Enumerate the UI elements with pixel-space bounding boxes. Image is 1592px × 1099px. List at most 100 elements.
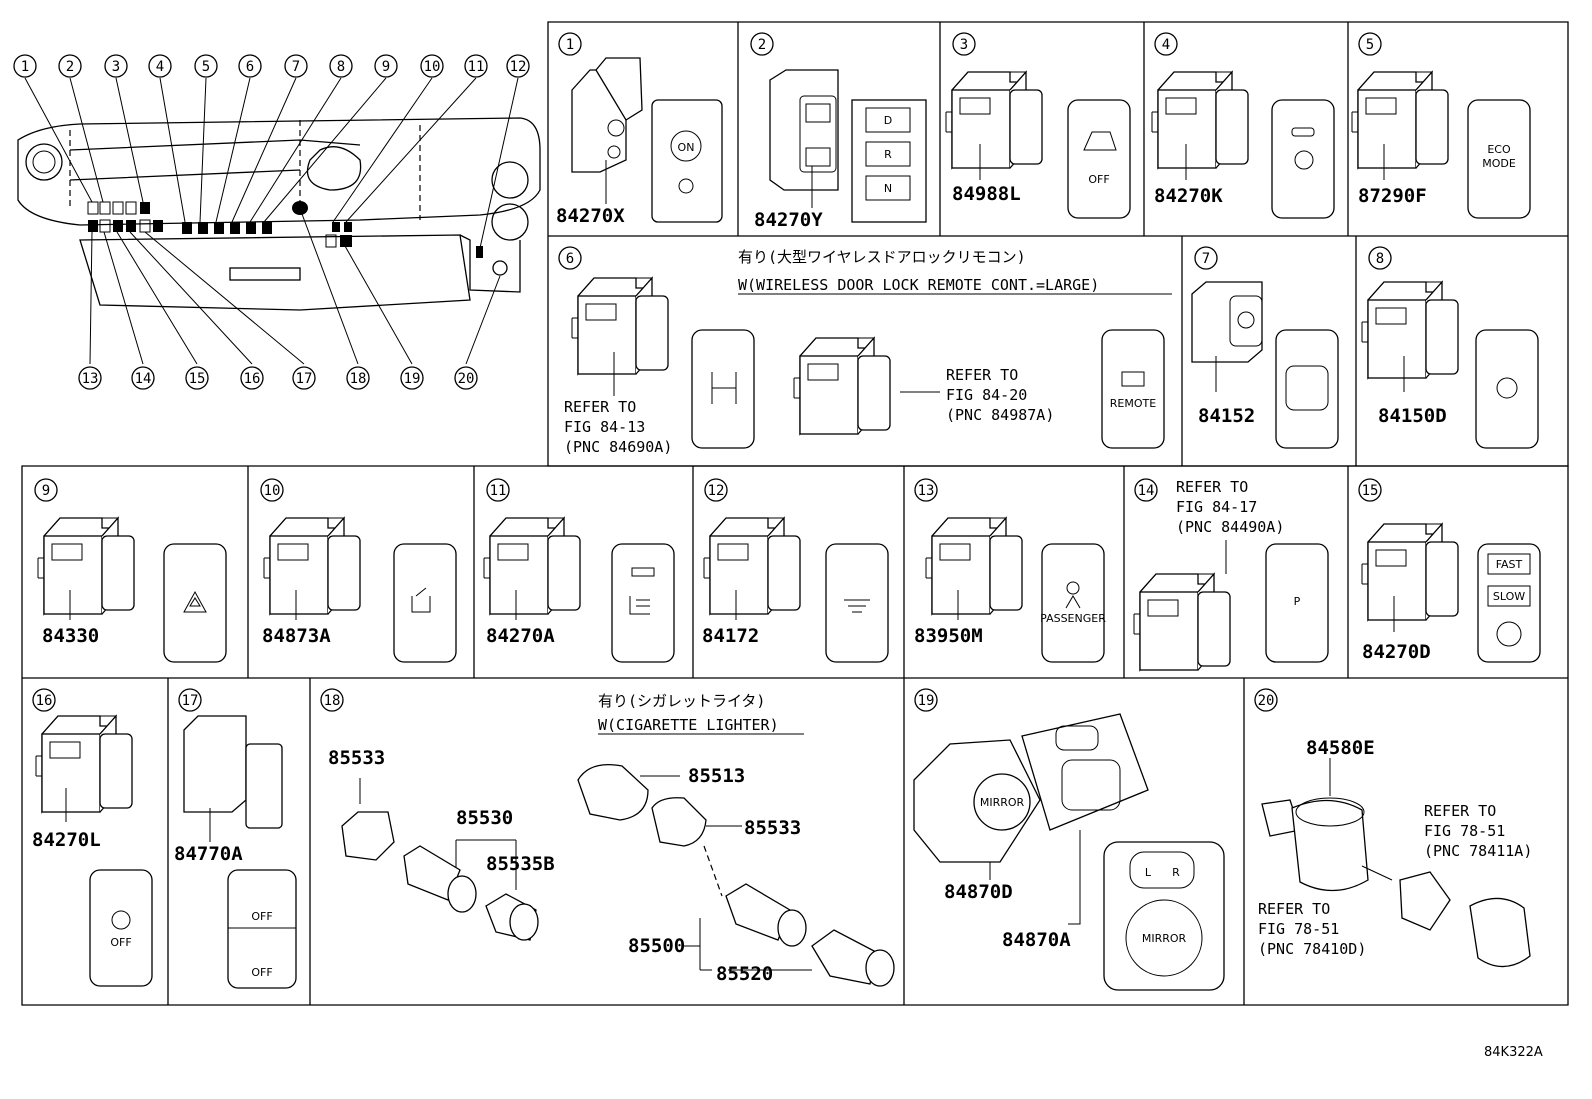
refer-84-20-line-2: FIG 84-20: [946, 386, 1027, 404]
panel-number-14-text: 14: [1138, 483, 1155, 499]
panel-number-6: 6: [558, 246, 582, 270]
panel-number-4: 4: [1154, 32, 1178, 56]
part-number-84270L: 84270L: [32, 829, 101, 851]
part-number-84770A: 84770A: [174, 843, 243, 865]
panel-2: D R N: [769, 69, 927, 223]
part-number-84988L: 84988L: [952, 183, 1021, 205]
overview-callout-9: 9: [374, 54, 398, 78]
overview-callout-18: 18: [346, 366, 370, 390]
panel-number-7: 7: [1194, 246, 1218, 270]
overview-callout-12-text: 12: [510, 59, 527, 75]
overview-callout-16-text: 16: [244, 371, 261, 387]
overview-callout-2-text: 2: [66, 59, 74, 75]
panel-number-20-text: 20: [1258, 693, 1275, 709]
refer-84-13-line-3: (PNC 84690A): [564, 438, 672, 456]
overview-callout-7-text: 7: [292, 59, 300, 75]
part-number-84270Y: 84270Y: [754, 209, 823, 231]
panel-number-2: 2: [750, 32, 774, 56]
panel-12: [703, 517, 889, 663]
part-number-87290F: 87290F: [1358, 185, 1427, 207]
panel-14: P: [1133, 540, 1329, 671]
panel-number-4-text: 4: [1162, 37, 1170, 53]
face-label-p: P: [1294, 595, 1301, 608]
panel-4: [1151, 71, 1335, 219]
face-label-on: ON: [678, 141, 695, 154]
overview-callout-19-text: 19: [404, 371, 421, 387]
note-jp: 有り(大型ワイヤレスドアロックリモコン): [738, 248, 1026, 266]
part-number-84152: 84152: [1198, 405, 1255, 427]
panel-number-1-text: 1: [566, 37, 574, 53]
overview-callout-5: 5: [194, 54, 218, 78]
part-number-85530: 85530: [456, 807, 513, 829]
part-number-85535B: 85535B: [486, 853, 555, 875]
overview-callout-7: 7: [284, 54, 308, 78]
face-label-slow: SLOW: [1493, 590, 1525, 603]
part-number-85533: 85533: [328, 747, 385, 769]
overview-callout-8: 8: [329, 54, 353, 78]
overview-callout-20-text: 20: [458, 371, 475, 387]
face-label-r: R: [884, 148, 892, 161]
face-label-remote: REMOTE: [1110, 397, 1156, 410]
panel-number-2-text: 2: [758, 37, 766, 53]
panel-number-1: 1: [558, 32, 582, 56]
panel-number-16: 16: [32, 688, 56, 712]
refer-78411a-line-3: (PNC 78411A): [1424, 842, 1532, 860]
panel-number-12: 12: [704, 478, 728, 502]
overview-callout-3: 3: [104, 54, 128, 78]
overview-callout-17-text: 17: [296, 371, 313, 387]
panel-8: [1361, 281, 1539, 449]
panel-17: OFF OFF: [183, 715, 297, 989]
part-number-84172: 84172: [702, 625, 759, 647]
overview-callout-13-text: 13: [82, 371, 99, 387]
overview-callout-4: 4: [148, 54, 172, 78]
panel-number-9-text: 9: [42, 483, 50, 499]
panel-number-3: 3: [952, 32, 976, 56]
panel-number-15: 15: [1358, 478, 1382, 502]
panel-13: PASSENGER: [925, 517, 1106, 663]
overview-callout-15: 15: [185, 366, 209, 390]
overview-callout-6-text: 6: [246, 59, 254, 75]
panel-15: FAST SLOW: [1361, 523, 1541, 663]
refer-78411a-line-2: FIG 78-51: [1424, 822, 1505, 840]
part-number-84150D: 84150D: [1378, 405, 1447, 427]
face-label-d: D: [884, 114, 892, 127]
overview-callout-12: 12: [506, 54, 530, 78]
face-label-n: N: [884, 182, 892, 195]
panel-number-12-text: 12: [708, 483, 725, 499]
overview-callout-4-text: 4: [156, 59, 164, 75]
panel-number-8: 8: [1368, 246, 1392, 270]
part-number-84870A: 84870A: [1002, 929, 1071, 951]
face-label-l: L: [1145, 866, 1152, 879]
overview-callout-14-text: 14: [135, 371, 152, 387]
refer-78411a-line-1: REFER TO: [1424, 802, 1496, 820]
panel-number-18: 18: [320, 688, 344, 712]
part-number-84270X: 84270X: [556, 205, 625, 227]
panel-11: [483, 517, 675, 663]
panel-number-9: 9: [34, 478, 58, 502]
part-number-84270K: 84270K: [1154, 185, 1223, 207]
note-jp-18: 有り(シガレットライタ): [598, 692, 765, 710]
overview-callout-1-text: 1: [21, 59, 29, 75]
refer-78410d-line-1: REFER TO: [1258, 900, 1330, 918]
panel-number-17: 17: [178, 688, 202, 712]
note-en: W(WIRELESS DOOR LOCK REMOTE CONT.=LARGE): [738, 276, 1099, 294]
part-number-84873A: 84873A: [262, 625, 331, 647]
panel-1: ON: [571, 57, 723, 223]
face-label-passenger: PASSENGER: [1040, 612, 1106, 625]
panel-number-11: 11: [486, 478, 510, 502]
overview-callout-5-text: 5: [202, 59, 210, 75]
overview-callout-11: 11: [464, 54, 488, 78]
overview-callout-10-text: 10: [424, 59, 441, 75]
panel-3: OFF: [945, 71, 1131, 219]
panel-number-20: 20: [1254, 688, 1278, 712]
part-number-84580E: 84580E: [1306, 737, 1375, 759]
refer-84-20-line-1: REFER TO: [946, 366, 1018, 384]
overview-callout-20: 20: [454, 366, 478, 390]
refer-84-13-line-1: REFER TO: [564, 398, 636, 416]
overview-callout-3-text: 3: [112, 59, 120, 75]
note-en-18: W(CIGARETTE LIGHTER): [598, 716, 779, 734]
overview-callout-17: 17: [292, 366, 316, 390]
